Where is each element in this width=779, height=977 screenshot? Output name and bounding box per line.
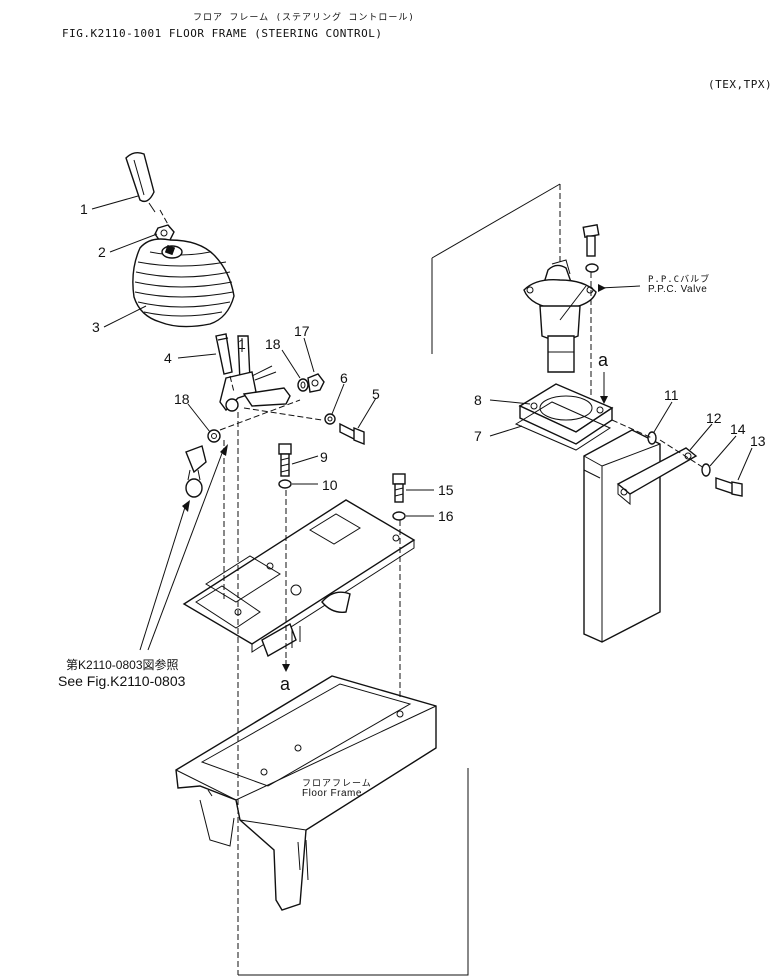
callout-4-lever: 4: [164, 350, 172, 366]
callout-8-adapter-plate: 8: [474, 392, 482, 408]
ppc-valve-part: [523, 259, 597, 373]
model-code: (TEX,TPX): [708, 78, 773, 91]
washer-left: [207, 429, 221, 443]
callout-10-washer: 10: [322, 477, 338, 493]
floor-frame-label-jp: フロアフレーム: [302, 779, 372, 789]
support-column-part: [583, 429, 661, 643]
callout-12-bracket: 12: [706, 410, 722, 426]
callout-17-nut: 17: [294, 323, 310, 339]
rod-end-part: [185, 445, 207, 498]
callout-13-bolt: 13: [750, 433, 766, 449]
callout-3-boot: 3: [92, 319, 100, 335]
side-bracket-part: [616, 447, 698, 506]
callout-9-bolt: 9: [320, 449, 328, 465]
knob-part: [125, 151, 156, 213]
lever-part: [215, 333, 233, 375]
callout-16-washer: 16: [438, 508, 454, 524]
floor-frame-label: Floor Frame: [302, 788, 362, 799]
callout-14-washer: 14: [730, 421, 746, 437]
callout-leaders: [91, 195, 753, 517]
see-figure-leaders: [139, 444, 228, 651]
washer-14: [701, 463, 711, 477]
callout-7-gasket: 7: [474, 428, 482, 444]
assembly-guide-lines-left: [159, 209, 469, 976]
title-japanese: フロア フレーム (ステアリング コントロール): [193, 13, 415, 23]
adapter-plate-part: [514, 383, 614, 451]
washer-and-nut-top: [297, 373, 325, 393]
ppc-valve-label: P.P.C. Valve: [648, 284, 708, 295]
bolt-13: [715, 477, 743, 497]
callout-5-bolt: 5: [372, 386, 380, 402]
washer-and-bolt-right: [324, 413, 365, 446]
reference-arrow-a: [282, 372, 608, 672]
callout-18-washer-top: 18: [265, 336, 281, 352]
figure-title: FIG.K2110-1001 FLOOR FRAME (STEERING CON…: [62, 27, 383, 40]
bolt-and-washer-right: [392, 473, 406, 521]
callout-2-nut: 2: [98, 244, 106, 260]
mounting-plate-part: [182, 499, 416, 658]
assembly-guide-lines-right: [559, 285, 705, 469]
see-figure-label: See Fig.K2110-0803: [58, 673, 186, 689]
callout-11-washer: 11: [664, 387, 679, 403]
reference-a-upper: a: [598, 350, 609, 370]
ppc-bolt-part: [582, 224, 600, 398]
reference-a-lower: a: [280, 674, 291, 694]
bolt-and-washer-center: [278, 443, 292, 489]
callout-15-bolt: 15: [438, 482, 454, 498]
callout-18-washer-left: 18: [174, 391, 190, 407]
bracket-assembly-part: [219, 335, 291, 412]
callout-6-washer: 6: [340, 370, 348, 386]
callout-1-knob: 1: [80, 201, 88, 217]
ppc-valve-label-jp: P.P.Cバルブ: [648, 275, 711, 285]
callout-1-bracket: 1: [238, 336, 246, 352]
boot-part: [132, 238, 235, 328]
support-frame-outline: [431, 183, 561, 354]
washer-11: [647, 431, 657, 445]
see-figure-label-jp: 第K2110-0803図参照: [66, 658, 179, 672]
